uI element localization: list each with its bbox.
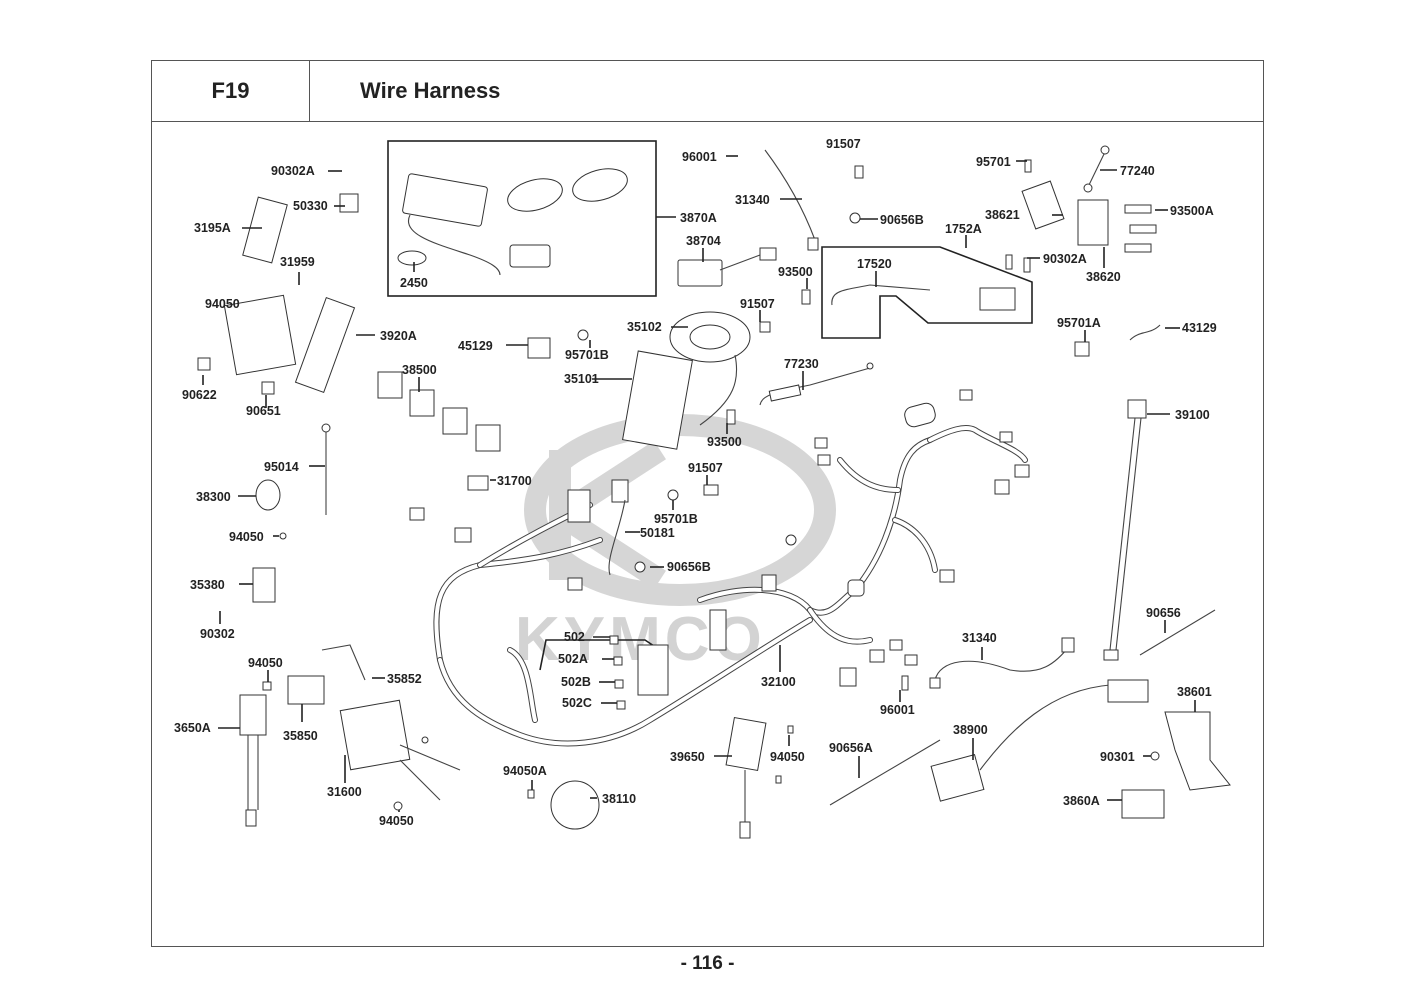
part-label[interactable]: 31700 [497, 474, 532, 488]
section-header: F19 Wire Harness [151, 60, 1264, 121]
part-label[interactable]: 90656A [829, 741, 873, 755]
part-label[interactable]: 3870A [680, 211, 717, 225]
part-label[interactable]: 38620 [1086, 270, 1121, 284]
part-label[interactable]: 91507 [688, 461, 723, 475]
section-code: F19 [152, 61, 310, 121]
part-label[interactable]: 35850 [283, 729, 318, 743]
part-label[interactable]: 94050 [205, 297, 240, 311]
part-label[interactable]: 1752A [945, 222, 982, 236]
part-label[interactable]: 95701B [654, 512, 698, 526]
part-label[interactable]: 95701A [1057, 316, 1101, 330]
part-label[interactable]: 93500 [707, 435, 742, 449]
part-label[interactable]: 31600 [327, 785, 362, 799]
part-label[interactable]: 38601 [1177, 685, 1212, 699]
part-label[interactable]: 94050 [770, 750, 805, 764]
part-label[interactable]: 94050A [503, 764, 547, 778]
part-label[interactable]: 502C [562, 696, 592, 710]
part-label[interactable]: 90301 [1100, 750, 1135, 764]
part-label[interactable]: 17520 [857, 257, 892, 271]
part-label[interactable]: 502B [561, 675, 591, 689]
part-label[interactable]: 95701 [976, 155, 1011, 169]
part-label[interactable]: 31340 [962, 631, 997, 645]
part-label[interactable]: 35101 [564, 372, 599, 386]
part-glyphs [197, 145, 1231, 839]
part-label[interactable]: 38621 [985, 208, 1020, 222]
part-label[interactable]: 39100 [1175, 408, 1210, 422]
part-label[interactable]: 91507 [826, 137, 861, 151]
part-label[interactable]: 45129 [458, 339, 493, 353]
page-number: - 116 - [680, 953, 735, 974]
part-label[interactable]: 90656 [1146, 606, 1181, 620]
group-box-3870A [387, 140, 657, 297]
part-label[interactable]: 96001 [880, 703, 915, 717]
group-box-1752A [821, 246, 1033, 339]
part-label[interactable]: 90622 [182, 388, 217, 402]
part-label[interactable]: 31340 [735, 193, 770, 207]
part-label[interactable]: 32100 [761, 675, 796, 689]
part-label[interactable]: 77240 [1120, 164, 1155, 178]
part-label[interactable]: 96001 [682, 150, 717, 164]
part-label[interactable]: 38500 [402, 363, 437, 377]
part-label[interactable]: 95014 [264, 460, 299, 474]
part-label[interactable]: 31959 [280, 255, 315, 269]
part-label[interactable]: 90302 [200, 627, 235, 641]
leader-lines [202, 155, 1196, 812]
part-label[interactable]: 35852 [387, 672, 422, 686]
part-label[interactable]: 90651 [246, 404, 281, 418]
part-label[interactable]: 94050 [248, 656, 283, 670]
part-label[interactable]: 35102 [627, 320, 662, 334]
part-label[interactable]: 91507 [740, 297, 775, 311]
part-label[interactable]: 95701B [565, 348, 609, 362]
part-label[interactable]: 3195A [194, 221, 231, 235]
part-label[interactable]: 2450 [400, 276, 428, 290]
part-label[interactable]: 93500A [1170, 204, 1214, 218]
part-label[interactable]: 93500 [778, 265, 813, 279]
part-label[interactable]: 3920A [380, 329, 417, 343]
part-label[interactable]: 90656B [880, 213, 924, 227]
part-label[interactable]: 35380 [190, 578, 225, 592]
part-label[interactable]: 90656B [667, 560, 711, 574]
diagram-frame [151, 121, 1264, 947]
part-label[interactable]: 90302A [1043, 252, 1087, 266]
part-label[interactable]: 38900 [953, 723, 988, 737]
part-label[interactable]: 43129 [1182, 321, 1217, 335]
part-label[interactable]: 77230 [784, 357, 819, 371]
main-wire-harness [409, 389, 1030, 747]
part-labels: 90302A 50330 3195A 31959 94050 3920A 906… [174, 137, 1217, 828]
part-label[interactable]: 38110 [602, 792, 636, 806]
part-label[interactable]: 50330 [293, 199, 328, 213]
part-label[interactable]: 50181 [640, 526, 675, 540]
part-label[interactable]: 94050 [379, 814, 414, 828]
part-label[interactable]: 3650A [174, 721, 211, 735]
part-label[interactable]: 38704 [686, 234, 721, 248]
part-label[interactable]: 502 [564, 630, 585, 644]
part-label[interactable]: 39650 [670, 750, 705, 764]
part-label[interactable]: 502A [558, 652, 588, 666]
part-label[interactable]: 38300 [196, 490, 231, 504]
part-label[interactable]: 90302A [271, 164, 315, 178]
section-title: Wire Harness [360, 78, 501, 103]
part-label[interactable]: 94050 [229, 530, 264, 544]
part-label[interactable]: 3860A [1063, 794, 1100, 808]
